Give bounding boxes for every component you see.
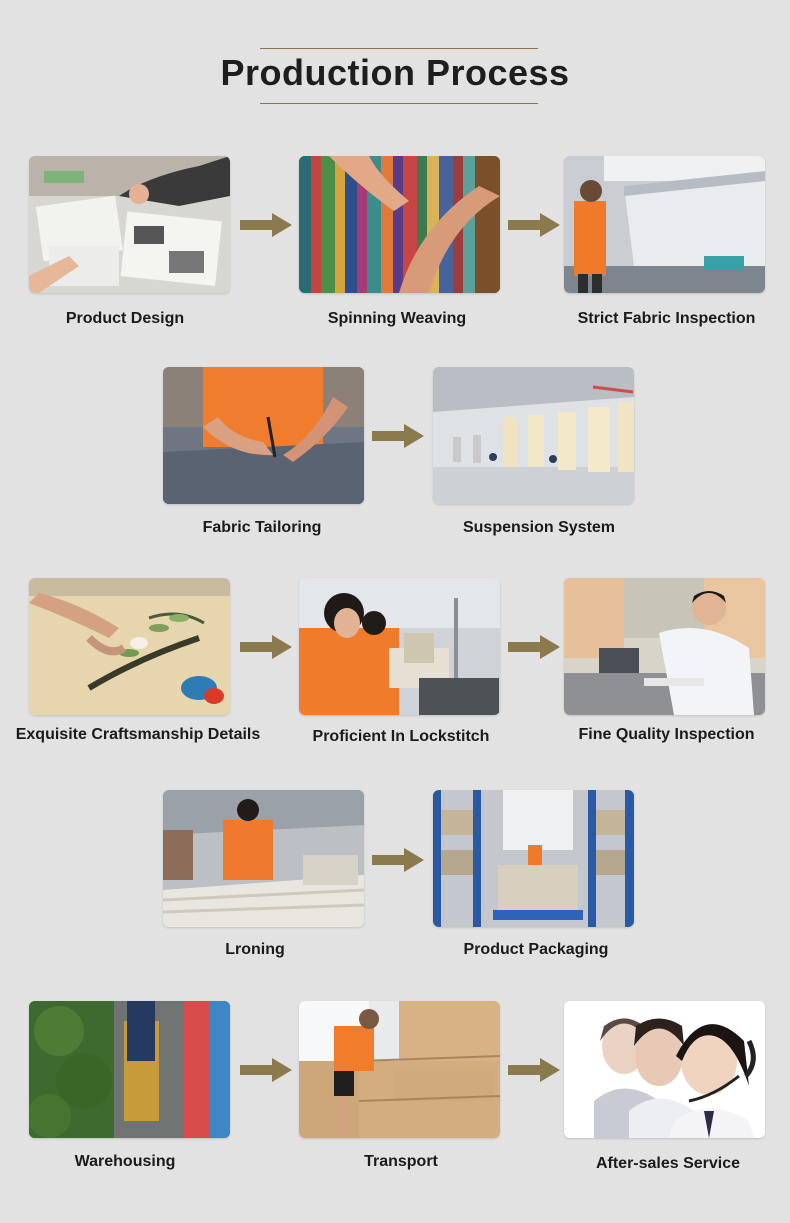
title-top-rule <box>260 48 538 49</box>
arrow-icon <box>240 213 292 237</box>
photo-product-design <box>29 156 230 293</box>
step-label: Warehousing <box>74 1153 176 1170</box>
photo-spinning-weaving <box>299 156 500 293</box>
photo-fabric-tailoring <box>163 367 364 504</box>
step-label: Product Design <box>65 310 185 327</box>
photo-embroidery <box>29 578 230 715</box>
photo-fabric-inspection <box>564 156 765 293</box>
step-label: Lroning <box>225 941 285 958</box>
photo-lockstitch <box>299 578 500 715</box>
step-label: After-sales Service <box>595 1155 741 1172</box>
step-label: Proficient In Lockstitch <box>312 728 490 745</box>
page-title: Production Process <box>220 52 570 93</box>
photo-transport <box>299 1001 500 1138</box>
photo-ironing <box>163 790 364 927</box>
step-label: Strict Fabric Inspection <box>577 310 756 327</box>
arrow-icon <box>372 424 424 448</box>
arrow-icon <box>508 1058 560 1082</box>
arrow-icon <box>240 635 292 659</box>
arrow-icon <box>508 213 560 237</box>
title-bottom-rule <box>260 103 538 104</box>
photo-product-packaging <box>433 790 634 927</box>
step-label: Fabric Tailoring <box>202 519 322 536</box>
photo-quality-inspection <box>564 578 765 715</box>
step-label: Product Packaging <box>463 941 609 958</box>
step-label: Suspension System <box>462 519 616 536</box>
step-label: Fine Quality Inspection <box>578 726 755 743</box>
step-label: Exquisite Craftsmanship Details <box>15 726 261 743</box>
arrow-icon <box>508 635 560 659</box>
step-label: Transport <box>364 1153 438 1170</box>
photo-after-sales-service <box>564 1001 765 1138</box>
arrow-icon <box>240 1058 292 1082</box>
photo-warehousing <box>29 1001 230 1138</box>
photo-suspension-system <box>433 367 634 504</box>
step-label: Spinning Weaving <box>327 310 467 327</box>
arrow-icon <box>372 848 424 872</box>
